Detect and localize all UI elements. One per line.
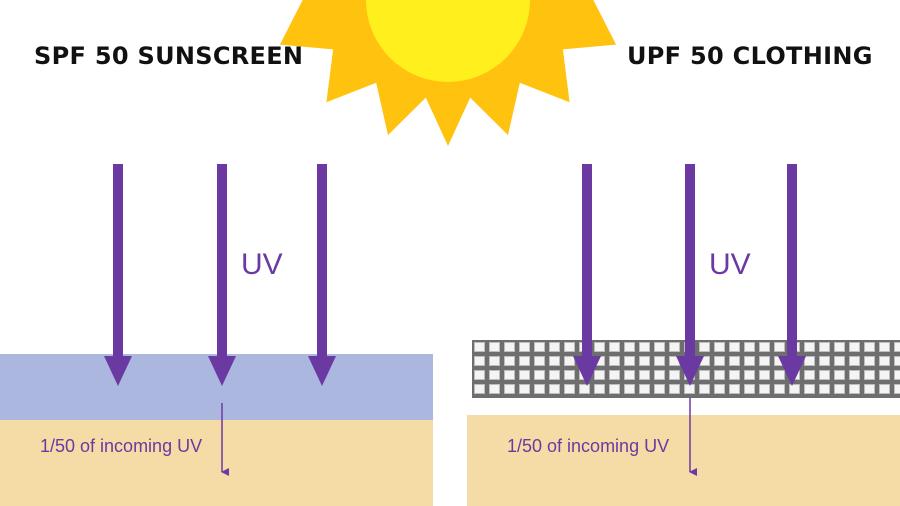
right-skin [467, 415, 900, 506]
uv-arrow-right-3-shaft [787, 164, 797, 360]
uv-arrow-left-1-head [104, 356, 132, 386]
clothing-title: UPF 50 CLOTHING [627, 42, 873, 70]
uv-label-left: UV [241, 248, 283, 281]
transmitted-label-right: 1/50 of incoming UV [507, 436, 670, 456]
uv-arrow-left-1-shaft [113, 164, 123, 360]
uv-arrows-right [573, 164, 806, 476]
uv-arrow-left-3-shaft [317, 164, 327, 360]
uv-arrow-left-2-head [208, 356, 236, 386]
left-skin [0, 420, 433, 506]
uv-arrow-right-2-shaft [685, 164, 695, 360]
sun [279, 0, 617, 146]
sunscreen-title: SPF 50 SUNSCREEN [34, 42, 304, 70]
uv-label-right: UV [709, 248, 751, 281]
uv-arrow-right-1-shaft [582, 164, 592, 360]
uv-arrow-right-2-head [676, 356, 704, 386]
sun-core [366, 0, 530, 82]
uv-arrow-left-2-shaft [217, 164, 227, 360]
transmitted-label-left: 1/50 of incoming UV [40, 436, 203, 456]
uv-arrows-left [104, 164, 336, 476]
uv-arrow-right-1-head [573, 356, 601, 386]
uv-arrow-left-3-head [308, 356, 336, 386]
uv-arrow-right-3-head [778, 356, 806, 386]
sunscreen-panel [0, 354, 433, 506]
